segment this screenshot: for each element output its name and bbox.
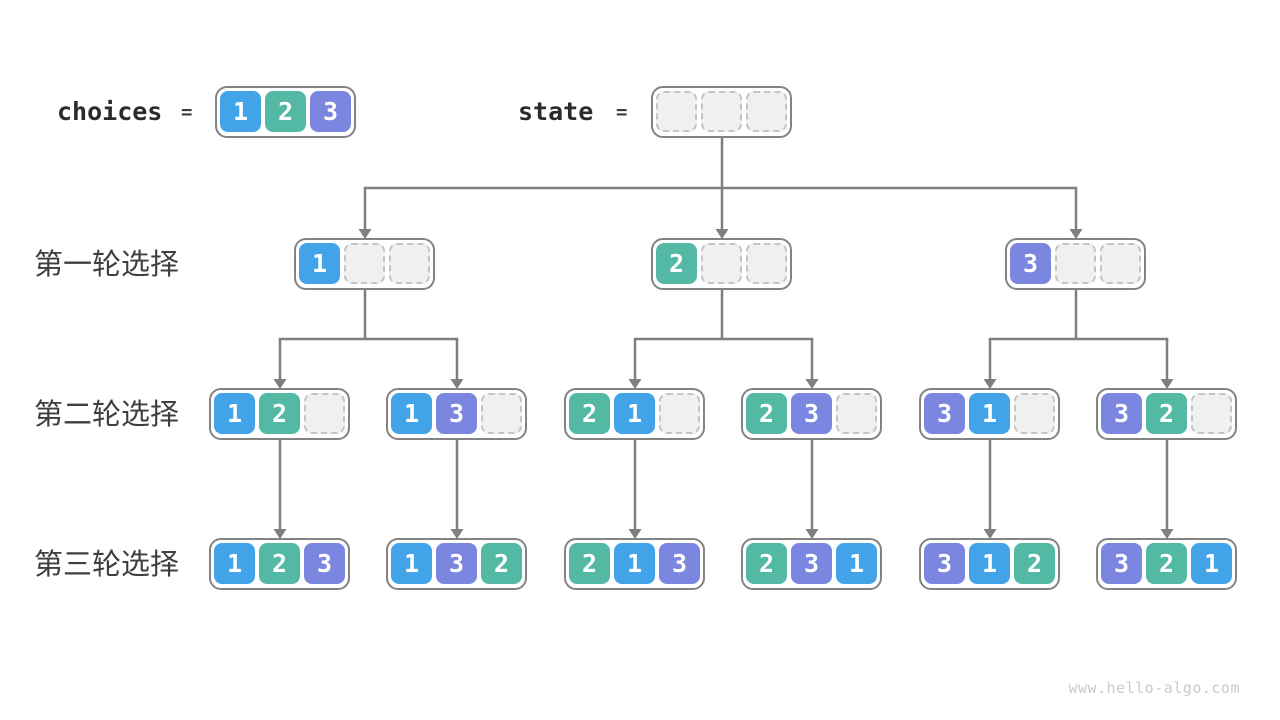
- empty-cell: [701, 243, 742, 284]
- empty-cell: [304, 393, 345, 434]
- value-cell-1: 1: [299, 243, 340, 284]
- value-cell-3: 3: [791, 393, 832, 434]
- value-cell-1: 1: [969, 393, 1010, 434]
- empty-cell: [659, 393, 700, 434]
- choices-equals-sign: =: [181, 101, 193, 123]
- empty-cell: [656, 91, 697, 132]
- value-cell-1: 1: [614, 393, 655, 434]
- array-node-3: 3: [1005, 238, 1146, 290]
- value-cell-2: 2: [746, 393, 787, 434]
- value-cell-3: 3: [304, 543, 345, 584]
- value-cell-1: 1: [969, 543, 1010, 584]
- empty-cell: [701, 91, 742, 132]
- empty-cell: [1191, 393, 1232, 434]
- value-cell-1: 1: [1191, 543, 1232, 584]
- value-cell-3: 3: [436, 543, 477, 584]
- value-cell-3: 3: [659, 543, 700, 584]
- value-cell-3: 3: [791, 543, 832, 584]
- value-cell-2: 2: [1014, 543, 1055, 584]
- array-node-state: [651, 86, 792, 138]
- round-1-label: 第一轮选择: [34, 247, 180, 281]
- value-cell-2: 2: [1146, 393, 1187, 434]
- empty-cell: [481, 393, 522, 434]
- array-node-1: 1: [294, 238, 435, 290]
- choices-variable-label: choices: [57, 97, 163, 126]
- round-3-label: 第三轮选择: [34, 547, 180, 581]
- empty-cell: [1100, 243, 1141, 284]
- value-cell-2: 2: [259, 543, 300, 584]
- value-cell-2: 2: [656, 243, 697, 284]
- empty-cell: [389, 243, 430, 284]
- value-cell-2: 2: [569, 543, 610, 584]
- empty-cell: [1055, 243, 1096, 284]
- value-cell-1: 1: [836, 543, 877, 584]
- state-variable-label: state: [518, 97, 594, 126]
- empty-cell: [836, 393, 877, 434]
- value-cell-3: 3: [1101, 393, 1142, 434]
- value-cell-1: 1: [391, 393, 432, 434]
- value-cell-1: 1: [220, 91, 261, 132]
- array-node-2: 2: [651, 238, 792, 290]
- empty-cell: [746, 91, 787, 132]
- state-equals-sign: =: [616, 101, 628, 123]
- value-cell-3: 3: [1101, 543, 1142, 584]
- value-cell-2: 2: [265, 91, 306, 132]
- empty-cell: [746, 243, 787, 284]
- value-cell-1: 1: [614, 543, 655, 584]
- empty-cell: [344, 243, 385, 284]
- value-cell-3: 3: [1010, 243, 1051, 284]
- value-cell-1: 1: [214, 543, 255, 584]
- watermark: www.hello-algo.com: [1068, 679, 1240, 697]
- value-cell-2: 2: [746, 543, 787, 584]
- value-cell-3: 3: [436, 393, 477, 434]
- round-2-label: 第二轮选择: [34, 397, 180, 431]
- value-cell-3: 3: [924, 543, 965, 584]
- value-cell-1: 1: [214, 393, 255, 434]
- value-cell-3: 3: [924, 393, 965, 434]
- value-cell-2: 2: [259, 393, 300, 434]
- value-cell-2: 2: [481, 543, 522, 584]
- value-cell-2: 2: [1146, 543, 1187, 584]
- value-cell-3: 3: [310, 91, 351, 132]
- value-cell-2: 2: [569, 393, 610, 434]
- empty-cell: [1014, 393, 1055, 434]
- value-cell-1: 1: [391, 543, 432, 584]
